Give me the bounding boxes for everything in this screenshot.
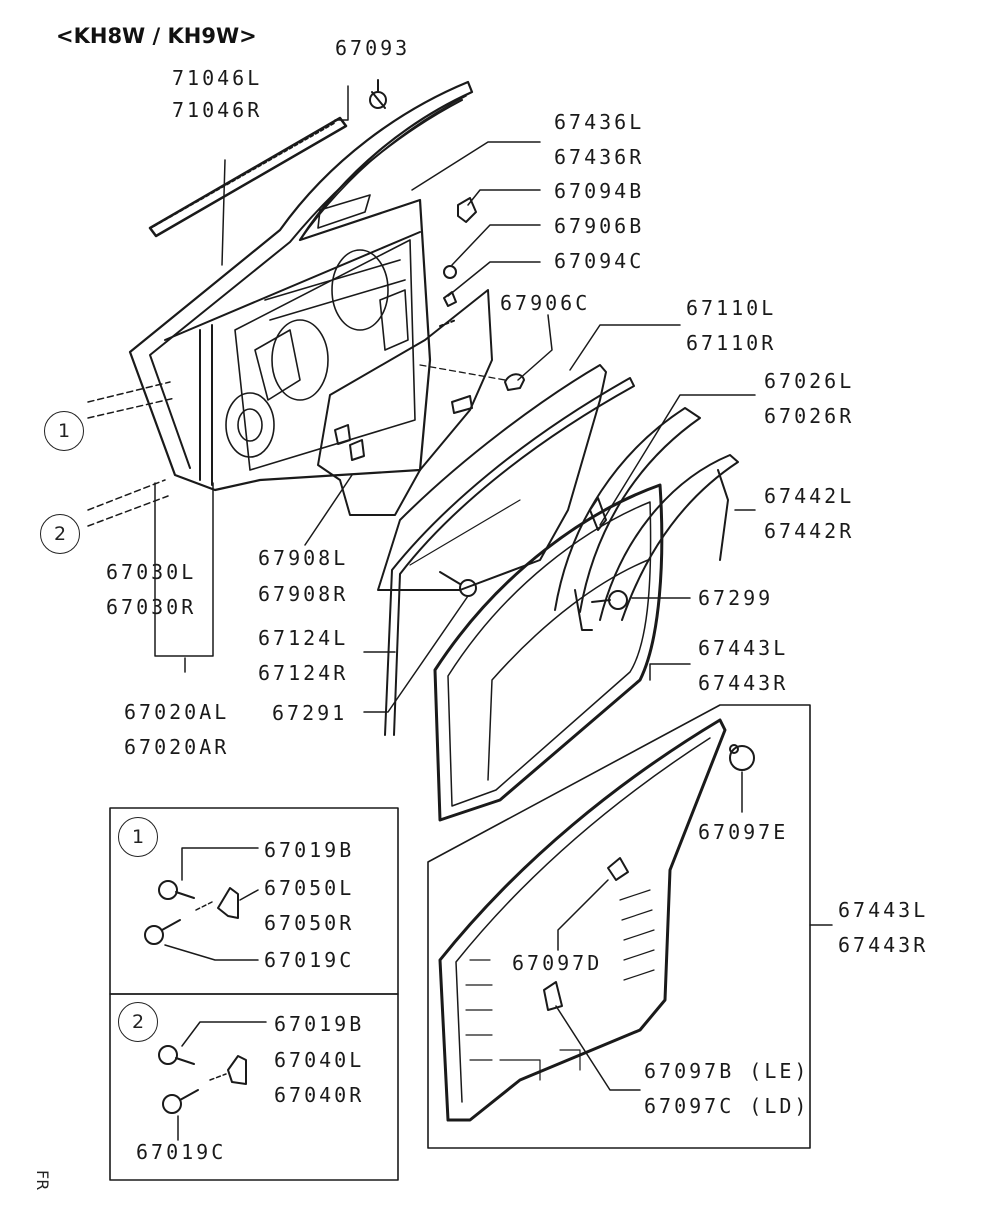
- label-71046l: 71046L: [172, 66, 263, 90]
- bolt-67291: [439, 571, 477, 597]
- label-67097e: 67097E: [698, 820, 789, 844]
- label-67110r: 67110R: [686, 331, 777, 355]
- label-67124r: 67124R: [258, 661, 349, 685]
- detail1-label-67050l: 67050L: [264, 876, 355, 900]
- label-67094c: 67094C: [554, 249, 645, 273]
- label-67908r: 67908R: [258, 582, 349, 606]
- label-71046r: 71046R: [172, 98, 263, 122]
- model-title: <KH8W / KH9W>: [56, 24, 257, 48]
- label-67436l: 67436L: [554, 110, 645, 134]
- cap-67097e: [729, 744, 755, 771]
- detail2-parts: [158, 1021, 267, 1141]
- seal-67436: [299, 95, 467, 241]
- label-67020ar: 67020AR: [124, 735, 230, 759]
- label-67097b: 67097B (LE): [644, 1059, 810, 1083]
- waterproof-film: [317, 289, 493, 516]
- detail2-label-67019c: 67019C: [136, 1140, 227, 1164]
- clip-67097d: [607, 857, 629, 881]
- fastener-67299: [574, 589, 628, 631]
- label-67436r: 67436R: [554, 145, 645, 169]
- label-67908l: 67908L: [258, 546, 349, 570]
- detail1-callout: 1: [118, 817, 158, 857]
- leader-lines: [87, 85, 756, 1091]
- label-67026l: 67026L: [764, 369, 855, 393]
- detail2-label-67019b: 67019B: [274, 1012, 365, 1036]
- label-67097c: 67097C (LD): [644, 1094, 810, 1118]
- label-67443r-lower: 67443R: [838, 933, 929, 957]
- front-direction-marker: FR: [33, 1170, 52, 1191]
- weatherstrip-67026: [554, 407, 701, 613]
- inner-seal-67442: [599, 454, 739, 621]
- clips-upper: [443, 197, 477, 307]
- detail1-label-67019b: 67019B: [264, 838, 355, 862]
- label-67906c: 67906C: [500, 291, 591, 315]
- label-67443l-lower: 67443L: [838, 898, 929, 922]
- detail2-label-67040l: 67040L: [274, 1048, 365, 1072]
- label-67442r: 67442R: [764, 519, 855, 543]
- label-67094b: 67094B: [554, 179, 645, 203]
- label-67124l: 67124L: [258, 626, 349, 650]
- door-mechanism: [225, 194, 416, 471]
- detail1-parts: [144, 847, 259, 961]
- detail2-label-67040r: 67040R: [274, 1083, 365, 1107]
- label-67093: 67093: [335, 36, 411, 60]
- callout-1: 1: [44, 411, 84, 451]
- clip-67097b: [543, 981, 563, 1011]
- label-67906b: 67906B: [554, 214, 645, 238]
- bolt-67093: [369, 79, 387, 109]
- label-67291: 67291: [272, 701, 348, 725]
- detail1-label-67050r: 67050R: [264, 911, 355, 935]
- label-67443l-upper: 67443L: [698, 636, 789, 660]
- label-67442l: 67442L: [764, 484, 855, 508]
- belt-moulding: [148, 116, 348, 238]
- label-67020al: 67020AL: [124, 700, 230, 724]
- detail-box-2: [109, 993, 399, 1181]
- door-glass: [377, 364, 607, 591]
- label-67030r: 67030R: [106, 595, 197, 619]
- label-67299: 67299: [698, 586, 774, 610]
- label-67097d: 67097D: [512, 951, 603, 975]
- weatherstrip-67443-lower: [438, 718, 727, 1122]
- weatherstrip-67443-upper: [433, 483, 664, 822]
- label-67030l: 67030L: [106, 560, 197, 584]
- door-frame: [128, 80, 474, 492]
- callout-2: 2: [40, 514, 80, 554]
- detail1-label-67019c: 67019C: [264, 948, 355, 972]
- cap-67906c: [504, 373, 525, 391]
- detail-box-67443: [427, 704, 833, 1149]
- run-channel-67124: [384, 377, 635, 736]
- label-67443r-upper: 67443R: [698, 671, 789, 695]
- label-67110l: 67110L: [686, 296, 777, 320]
- detail2-callout: 2: [118, 1002, 158, 1042]
- label-67026r: 67026R: [764, 404, 855, 428]
